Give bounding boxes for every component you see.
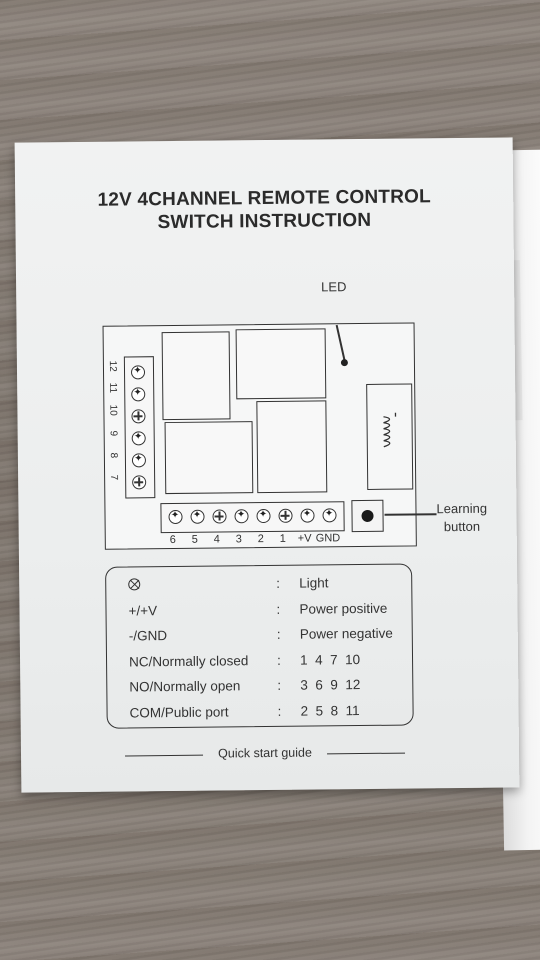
terminal-label-12: 12 [106, 360, 119, 372]
terminal-label-5: 5 [191, 533, 198, 546]
legend-row: NO/Normally open: 3 6 9 12 [107, 676, 412, 701]
terminal-label-10: 10 [107, 404, 119, 416]
terminal-6 [168, 509, 183, 525]
legend-row: -/GND: Power negative [107, 625, 412, 650]
terminal-label-gnd: GND [315, 532, 341, 545]
learning-label-line2: button [443, 518, 481, 535]
relay-4 [256, 400, 328, 494]
legend-row: : Light [106, 574, 411, 599]
legend-row: +/+V: Power positive [106, 600, 411, 625]
led-indicator [340, 359, 348, 367]
terminal-11 [131, 387, 146, 402]
terminal-gnd [322, 508, 337, 523]
antenna-coil [383, 412, 397, 448]
terminal-4 [212, 509, 227, 524]
terminal-5 [190, 509, 205, 524]
legend-key [128, 577, 141, 592]
terminal-7 [132, 475, 147, 490]
left-terminal-strip [123, 356, 156, 499]
terminal-label-8: 8 [107, 452, 119, 459]
terminal-label-3: 3 [235, 533, 242, 546]
legend-value: 2 5 8 11 [300, 702, 360, 719]
terminal-8 [131, 453, 147, 468]
legend-key: -/GND [128, 628, 168, 644]
terminal-label-2: 2 [257, 533, 264, 546]
legend-separator: : [277, 677, 282, 693]
learning-label-line1: Learning [436, 500, 488, 517]
learning-button-label: Learning button [436, 500, 487, 537]
legend-value: Power positive [299, 600, 388, 617]
terminal-1 [278, 508, 293, 523]
legend-separator: : [276, 652, 281, 668]
legend-separator: : [277, 703, 282, 719]
bottom-terminal-strip [160, 501, 345, 534]
learning-button [351, 499, 384, 533]
legend-key: COM/Public port [129, 703, 229, 720]
page-subtitle: SWITCH INSTRUCTION [157, 209, 372, 234]
terminal-label-1: 1 [279, 532, 286, 545]
footer: Quick start guide [125, 745, 406, 766]
terminal-9 [131, 431, 146, 446]
legend-row: COM/Public port: 2 5 8 11 [108, 702, 413, 727]
learning-button-dot [361, 509, 374, 523]
legend-separator: : [276, 601, 281, 617]
legend-key: NC/Normally closed [128, 652, 249, 669]
terminal-10 [131, 409, 146, 424]
instruction-sheet: 12V 4CHANNEL REMOTE CONTROL SWITCH INSTR… [14, 137, 520, 793]
terminal-label-9: 9 [107, 430, 119, 437]
terminal-2 [256, 508, 271, 524]
relay-2 [235, 328, 327, 400]
legend-key: +/+V [128, 602, 158, 618]
terminal-label-6: 6 [169, 533, 176, 547]
legend-separator: : [276, 575, 281, 591]
terminal-plus-v [300, 508, 315, 523]
legend-row: NC/Normally closed: 1 4 7 10 [107, 651, 412, 676]
terminal-3 [234, 509, 249, 524]
legend-separator: : [276, 626, 281, 642]
relay-3 [164, 421, 254, 495]
legend-value: 3 6 9 12 [300, 677, 361, 693]
legend-value: Power negative [299, 625, 393, 642]
led-label: LED [321, 279, 347, 295]
terminal-label-plus-v: +V [297, 532, 312, 545]
light-symbol-icon [128, 578, 141, 591]
legend-table: : Light +/+V: Power positive -/GND: Power neg… [105, 563, 414, 729]
relay-1 [161, 331, 231, 421]
terminal-12 [130, 365, 146, 380]
learning-button-pointer [384, 513, 437, 516]
terminal-label-11: 11 [107, 382, 119, 394]
legend-key: NO/Normally open [129, 678, 241, 695]
legend-value: 1 4 7 10 [299, 651, 361, 668]
led-pointer-line [335, 324, 346, 363]
terminal-label-4: 4 [213, 533, 220, 546]
antenna-module [366, 383, 414, 490]
legend-value: Light [299, 575, 329, 591]
terminal-label-7: 7 [108, 474, 120, 481]
